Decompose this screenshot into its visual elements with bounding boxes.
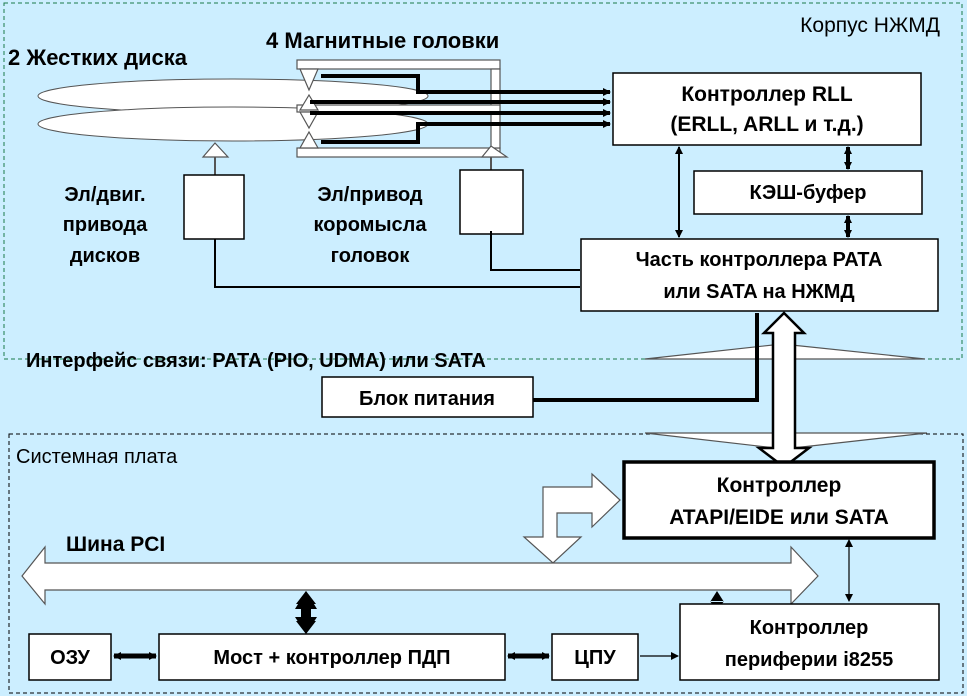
- cpu-box: [551, 633, 639, 681]
- rll-controller-box: [612, 72, 922, 146]
- bridge-pci-arrowheads: [296, 591, 316, 634]
- peripheral-controller-label: Контроллер: [750, 617, 869, 639]
- magnetic-head: [299, 68, 319, 92]
- magnetic-head: [298, 130, 320, 149]
- pci-bus-arrow: [21, 545, 819, 606]
- ram-label: ОЗУ: [50, 647, 90, 669]
- head-actuator-label: Эл/привод: [317, 184, 423, 206]
- atapi-controller-label: Контроллер: [717, 474, 842, 497]
- actuator-control-wire: [490, 231, 580, 271]
- power-line: [533, 313, 759, 402]
- peripheral-controller-label: периферии i8255: [725, 649, 894, 671]
- ram-box: [28, 633, 112, 681]
- actuator-pivot: [480, 145, 509, 158]
- disks-label: 2 Жестких диска: [8, 45, 188, 70]
- spindle-motor-label: привода: [63, 214, 148, 236]
- head-actuator-label: головок: [331, 245, 411, 267]
- atapi-pci-arrow: [522, 472, 621, 564]
- hdd-case-label: Корпус НЖМД: [800, 14, 940, 37]
- hdd-case-region: [3, 2, 963, 360]
- head-signal-line: [321, 74, 611, 96]
- heads-label: 4 Магнитные головки: [266, 28, 499, 53]
- spindle-pivot: [201, 142, 230, 158]
- spindle-motor-box: [183, 174, 245, 240]
- cache-buffer-box: [693, 170, 923, 215]
- bridge-label: Мост + контроллер ПДП: [213, 647, 450, 669]
- pata-controller-part-box: [580, 238, 939, 312]
- atapi-controller-box: [622, 460, 936, 540]
- actuator-arm-middle: [296, 104, 501, 113]
- rll-controller-label: Контроллер RLL: [681, 83, 852, 106]
- head-actuator-box: [459, 169, 524, 235]
- atapi-controller-label: ATAPI/EIDE или SATA: [669, 506, 889, 529]
- interface-label: Интерфейс связи: PATA (PIO, UDMA) или SA…: [26, 350, 486, 372]
- magnetic-head: [298, 111, 320, 130]
- power-supply-label: Блок питания: [359, 388, 495, 410]
- pata-controller-part-label: или SATA на НЖМД: [663, 281, 854, 303]
- peripheral-controller-box: [679, 603, 940, 681]
- spindle-control-wire: [214, 239, 580, 288]
- motherboard-label: Системная плата: [16, 446, 178, 468]
- cpu-label: ЦПУ: [574, 647, 616, 669]
- rll-controller-label: (ERLL, ARLL и т.д.): [670, 113, 863, 136]
- head-signal-line: [321, 120, 611, 144]
- pci-bus-label: Шина PCI: [66, 533, 165, 556]
- spindle-motor-label: дисков: [70, 245, 140, 267]
- spindle-motor-label: Эл/двиг.: [64, 184, 145, 206]
- pata-controller-part-label: Часть контроллера PATA: [636, 249, 883, 271]
- motherboard-region: [8, 433, 964, 694]
- actuator-arm-bottom: [296, 147, 501, 158]
- cache-buffer-label: КЭШ-буфер: [750, 182, 867, 204]
- actuator-arm-top: [296, 59, 501, 70]
- power-supply-box: [321, 376, 534, 418]
- head-actuator-label: коромысла: [314, 214, 428, 236]
- bridge-box: [158, 633, 506, 681]
